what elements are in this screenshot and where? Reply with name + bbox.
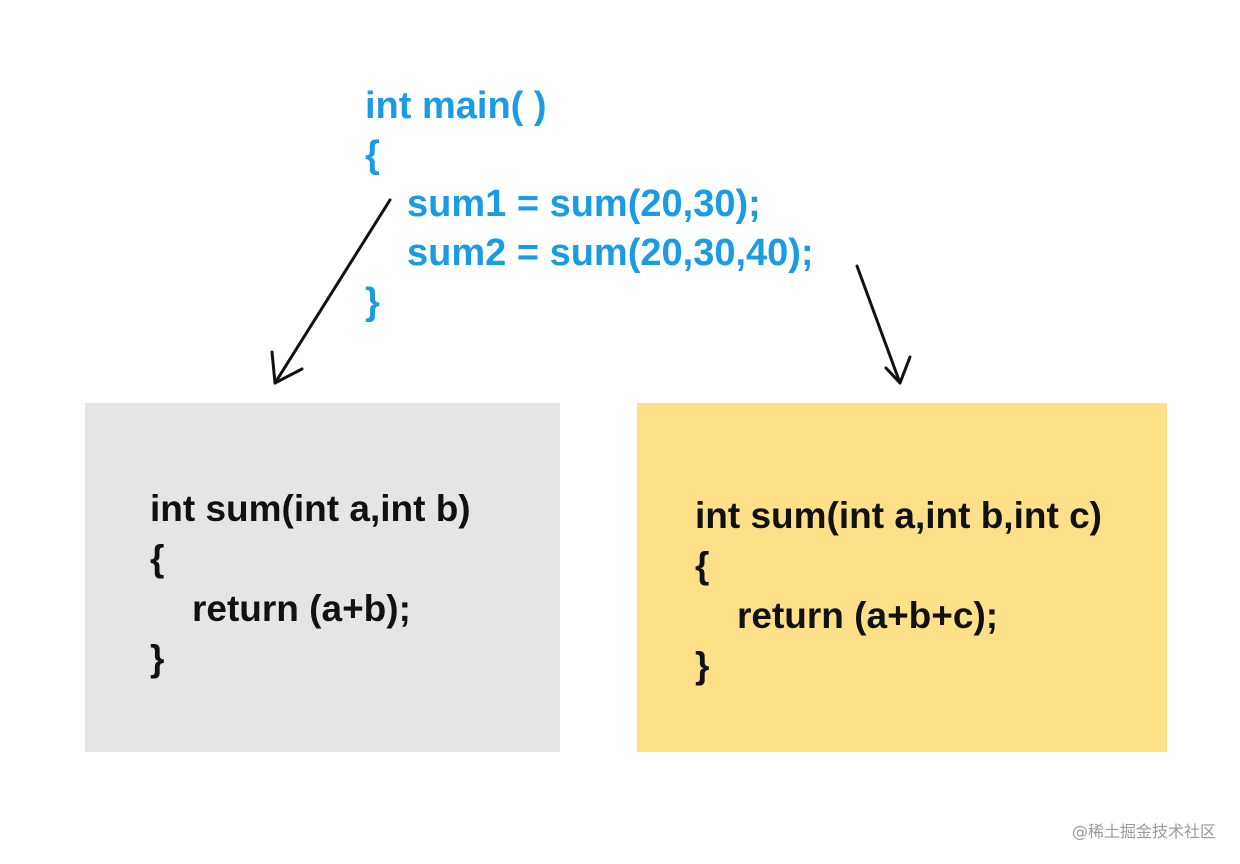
sum2-call-line: sum2 = sum(20,30,40);	[407, 232, 814, 274]
main-close-brace: }	[365, 281, 380, 323]
left-arrow	[270, 198, 392, 385]
sum3-signature-line: int sum(int a,int b,int c)	[695, 495, 1102, 536]
sum2-open-brace: {	[150, 538, 165, 579]
three-param-sum-box: int sum(int a,int b,int c) { return (a+b…	[637, 403, 1167, 752]
sum2-signature-line: int sum(int a,int b)	[150, 488, 471, 529]
two-param-sum-code: int sum(int a,int b) { return (a+b); }	[150, 484, 471, 684]
sum3-close-brace: }	[695, 645, 710, 686]
three-param-sum-code: int sum(int a,int b,int c) { return (a+b…	[695, 491, 1102, 691]
right-arrow	[855, 264, 912, 385]
two-param-sum-box: int sum(int a,int b) { return (a+b); }	[85, 403, 560, 752]
main-function-code: int main( ) { sum1 = sum(20,30); sum2 = …	[365, 82, 814, 327]
sum2-close-brace: }	[150, 638, 165, 679]
main-open-brace: {	[365, 134, 380, 176]
main-signature-line: int main( )	[365, 85, 547, 127]
sum3-return-line: return (a+b+c);	[737, 595, 999, 636]
sum3-open-brace: {	[695, 545, 710, 586]
sum2-return-line: return (a+b);	[192, 588, 411, 629]
sum1-call-line: sum1 = sum(20,30);	[407, 183, 761, 225]
watermark: @稀土掘金技术社区	[1071, 822, 1216, 841]
